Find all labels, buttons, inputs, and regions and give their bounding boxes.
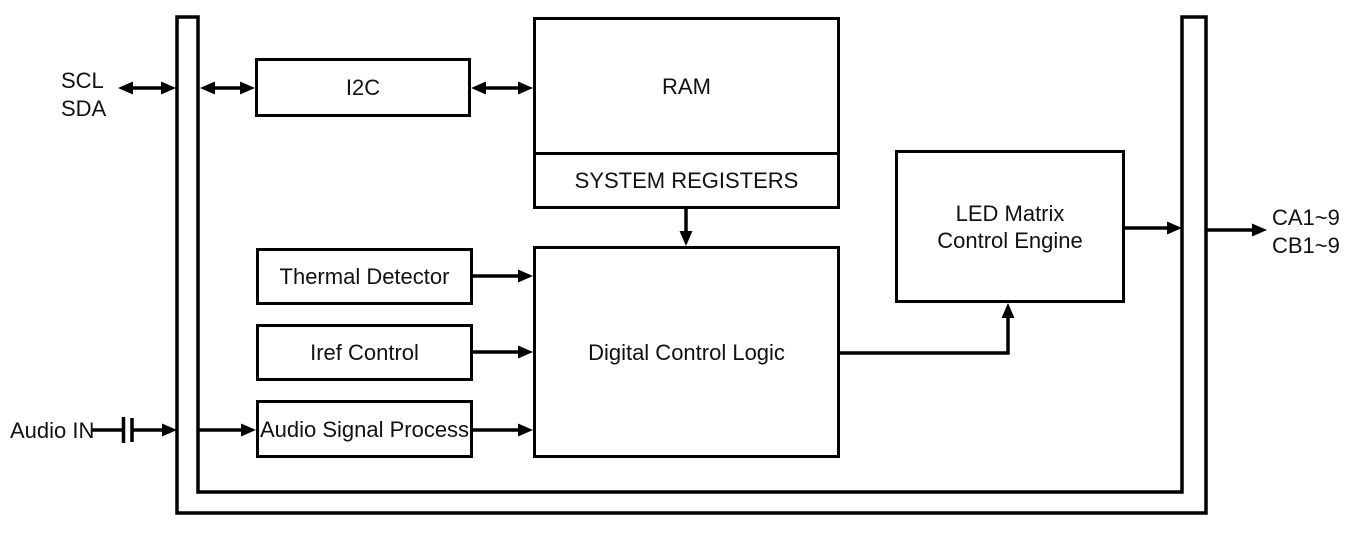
arrow-iref-dcl <box>473 345 533 359</box>
system-registers-section: SYSTEM REGISTERS <box>536 152 837 206</box>
arrow-audioin-bus <box>92 417 177 443</box>
ram-section: RAM <box>536 20 837 152</box>
iref-control-label: Iref Control <box>310 340 419 365</box>
i2c-label: I2C <box>345 75 381 100</box>
arrow-dcl-led <box>840 303 1015 355</box>
arrow-thermal-dcl <box>473 269 533 283</box>
audio-signal-process-label: Audio Signal Process <box>259 416 470 442</box>
i2c-block: I2C <box>255 58 471 117</box>
iref-control-block: Iref Control <box>256 324 473 381</box>
chip-boundary <box>175 15 1208 515</box>
system-registers-label: SYSTEM REGISTERS <box>574 168 799 193</box>
arrow-asp-dcl <box>473 423 533 437</box>
output-labels: CA1~9 CB1~9 <box>1272 204 1340 260</box>
scl-sda-label: SCL SDA <box>61 67 106 123</box>
led-matrix-label-line2: Control Engine <box>937 227 1083 253</box>
arrow-bus-output <box>1206 223 1267 237</box>
audio-signal-process-block: Audio Signal Process <box>256 400 473 458</box>
digital-control-logic-label: Digital Control Logic <box>588 339 785 365</box>
arrow-i2c-ram <box>471 81 533 95</box>
arrow-bus-i2c <box>200 81 255 95</box>
digital-control-logic-block: Digital Control Logic <box>533 246 840 458</box>
arrow-led-bus <box>1125 221 1182 235</box>
ram-block: RAM SYSTEM REGISTERS <box>533 17 840 209</box>
ram-label: RAM <box>662 73 711 99</box>
cb-output-label: CB1~9 <box>1272 233 1340 258</box>
led-matrix-control-engine-block: LED Matrix Control Engine <box>895 150 1125 303</box>
audio-in-label: Audio IN <box>10 418 95 443</box>
arrow-bus-asp <box>198 423 256 437</box>
capacitor-icon <box>121 417 134 443</box>
arrow-registers-dcl <box>679 209 693 246</box>
arrow-scl-bus <box>118 81 176 95</box>
sda-label: SDA <box>61 96 107 121</box>
thermal-detector-label: Thermal Detector <box>279 264 450 289</box>
thermal-detector-block: Thermal Detector <box>256 248 473 305</box>
ca-output-label: CA1~9 <box>1272 205 1340 230</box>
led-matrix-label-line1: LED Matrix <box>955 200 1065 226</box>
scl-label: SCL <box>61 68 104 93</box>
